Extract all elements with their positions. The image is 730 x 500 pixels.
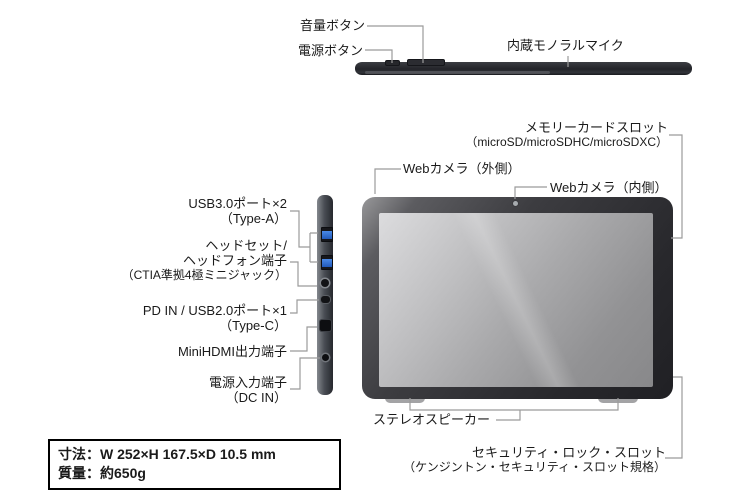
callout-hdmi [290, 326, 317, 352]
spec-weight: 質量：約650g [58, 465, 146, 481]
power-button [385, 60, 400, 66]
label-headset-line2: ヘッドフォン端子 [182, 253, 287, 268]
label-usb-line2: （Type-A） [219, 211, 287, 226]
label-headset-line3: （CTIA準拠4極ミニジャック） [121, 268, 287, 282]
callout-headset [290, 261, 317, 287]
callout-dcin [290, 357, 320, 390]
spec-box: 寸法：W 252×H 167.5×D 10.5 mm 質量：約650g [48, 439, 341, 490]
label-pd-line2: （Type-C） [219, 318, 287, 333]
tablet-top-edge-view [355, 59, 692, 75]
label-memory-line1: メモリーカードスロット [524, 120, 668, 135]
label-mini-hdmi: MiniHDMI出力端子 [178, 344, 287, 359]
label-mono-mic: 内蔵モノラルマイク [507, 38, 624, 53]
tablet-screen [379, 213, 653, 387]
top-edge-highlight [365, 71, 551, 74]
label-memory-card-slot: メモリーカードスロット （microSD/microSDHC/microSDXC… [465, 120, 668, 150]
headphone-jack-icon [321, 279, 329, 287]
label-pd-usbc-port: PD IN / USB2.0ポート×1 （Type-C） [143, 303, 287, 333]
label-camera-outer: Webカメラ（外側） [403, 161, 521, 176]
label-hdmi-line1: MiniHDMI出力端子 [177, 344, 287, 359]
callout-usb [290, 210, 318, 263]
usb-a-port-2-icon [321, 255, 333, 270]
label-pd-line1: PD IN / USB2.0ポート×1 [142, 303, 287, 318]
label-security-lock-slot: セキュリティ・ロック・スロット （ケンジントン・セキュリティ・スロット規格） [403, 445, 666, 475]
callout-typec [290, 299, 319, 314]
label-security-line2: （ケンジントン・セキュリティ・スロット規格） [403, 460, 666, 474]
tablet-left-edge-view [317, 195, 333, 395]
label-headset-line1: ヘッドセット/ [205, 238, 287, 253]
label-usb-line1: USB3.0ポート×2 [188, 196, 287, 211]
label-dcin-line1: 電源入力端子 [208, 375, 287, 390]
spec-dimensions: 寸法：W 252×H 167.5×D 10.5 mm [58, 446, 276, 462]
mini-hdmi-port-icon [320, 320, 331, 331]
usb-c-port-icon [321, 296, 330, 303]
callout-volume [367, 25, 424, 63]
label-usb-ports: USB3.0ポート×2 （Type-A） [188, 196, 287, 226]
label-headset-jack: ヘッドセット/ ヘッドフォン端子 （CTIA準拠4極ミニジャック） [122, 238, 287, 283]
label-power-button: 電源ボタン [297, 43, 363, 58]
label-camera-inner: Webカメラ（内側） [550, 180, 668, 195]
dc-in-jack-icon [322, 354, 329, 361]
label-stereo-speaker: ステレオスピーカー [373, 412, 491, 427]
usb-a-port-1-icon [321, 227, 333, 242]
label-dcin-line2: （DC IN） [225, 390, 287, 405]
label-security-line1: セキュリティ・ロック・スロット [472, 445, 666, 460]
label-dc-in: 電源入力端子 （DC IN） [209, 375, 287, 405]
label-volume-button: 音量ボタン [299, 18, 365, 33]
callout-camera-outer [374, 168, 401, 194]
tablet-front-view [362, 197, 673, 399]
volume-button [407, 59, 445, 66]
front-camera-icon [513, 201, 518, 206]
label-memory-line2: （microSD/microSDHC/microSDXC） [465, 135, 668, 149]
